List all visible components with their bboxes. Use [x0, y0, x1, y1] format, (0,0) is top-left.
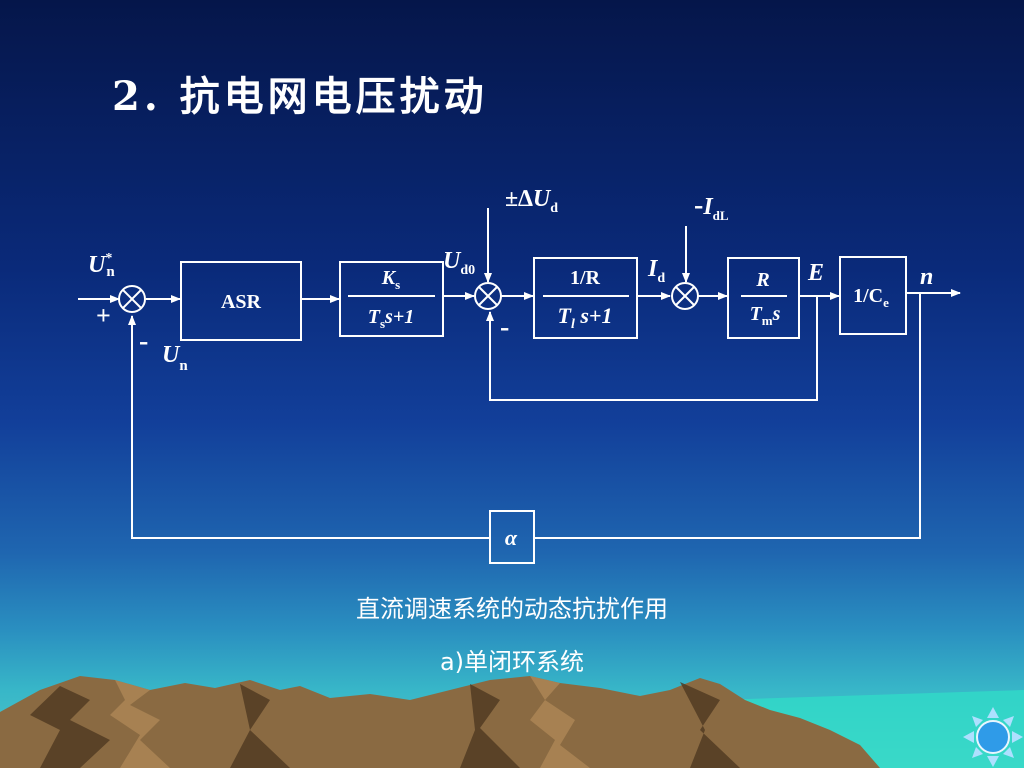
un-label: Un [162, 342, 188, 374]
summing-junction-3 [671, 282, 699, 310]
rm-denominator: Tms [750, 303, 781, 328]
e-label: E [807, 260, 824, 286]
delta-ud-label: ±∆Ud [505, 186, 558, 216]
idl-label: -IdL [694, 190, 729, 223]
ks-denominator: Tss+1 [368, 306, 414, 331]
inner-feedback-line [486, 296, 818, 401]
slide-title: 2. 抗电网电压扰动 [112, 73, 488, 120]
ks-block [339, 261, 444, 337]
r-denominator: Tl s+1 [558, 303, 613, 332]
asr-label: ASR [221, 291, 262, 313]
summing-junction-1 [118, 285, 146, 313]
rm-numerator: R [755, 269, 769, 291]
rm-block [727, 257, 800, 339]
r-numerator: 1/R [570, 267, 601, 289]
ce-label: 1/Ce [853, 285, 889, 310]
alpha-label: α [505, 525, 518, 550]
minus-sign-2: - [500, 312, 509, 343]
caption-main: 直流调速系统的动态抗扰作用 [356, 595, 668, 623]
outer-feedback-line-b [128, 315, 490, 539]
plus-sign: + [96, 301, 111, 330]
ud0-label: Ud0 [443, 248, 475, 278]
alpha-block [489, 510, 535, 564]
asr-block [180, 261, 302, 341]
ce-block [839, 256, 907, 335]
id-label: Id [647, 256, 665, 286]
caption-sub: a)单闭环系统 [439, 648, 585, 676]
r-block [533, 257, 638, 339]
un-star-label: U*n [88, 251, 115, 280]
minus-sign-1: - [139, 326, 148, 357]
n-label: n [920, 264, 933, 290]
mountains [0, 676, 880, 768]
sun-icon [963, 707, 1023, 767]
ks-numerator: Ks [381, 267, 400, 292]
summing-junction-2 [474, 282, 502, 310]
mountain-highlight [110, 676, 590, 768]
outer-feedback-line-a [534, 293, 921, 539]
